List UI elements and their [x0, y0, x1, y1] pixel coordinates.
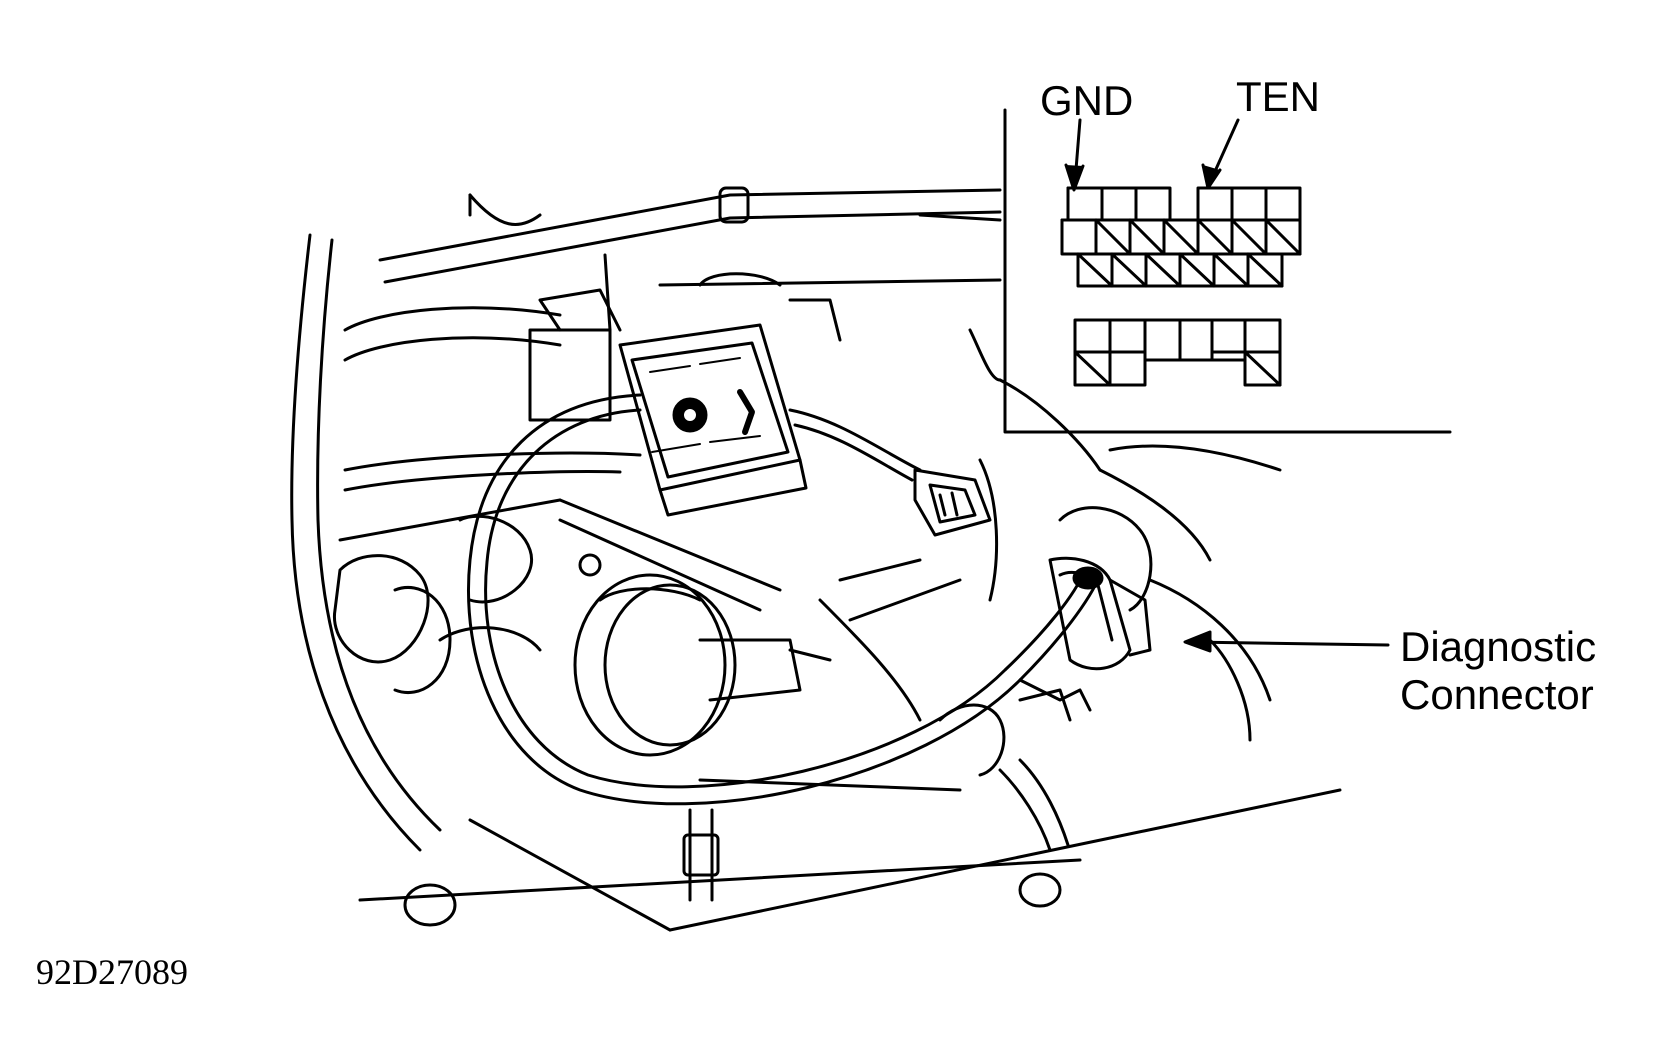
connector-inset	[1003, 108, 1452, 434]
figure-id: 92D27089	[36, 952, 188, 992]
engine-bay-linework	[290, 186, 1342, 932]
tester-box	[618, 323, 808, 517]
diagnostic-port-connector	[1018, 556, 1152, 712]
diagnostic-connector-label-line2: Connector	[1400, 671, 1594, 718]
gnd-pin-label: GND	[1040, 77, 1134, 124]
upper-connector	[1060, 186, 1302, 288]
diagnostic-connector-arrow	[1183, 630, 1390, 653]
tester-plug	[913, 468, 992, 537]
diagnostic-connector-label-line1: Diagnostic	[1400, 623, 1597, 670]
gnd-arrow	[1064, 118, 1085, 192]
diagnostic-connector-label: Diagnostic Connector	[1400, 623, 1596, 719]
ten-pin-label: TEN	[1236, 73, 1320, 120]
lower-connector	[1073, 318, 1282, 387]
ten-arrow	[1201, 118, 1240, 190]
